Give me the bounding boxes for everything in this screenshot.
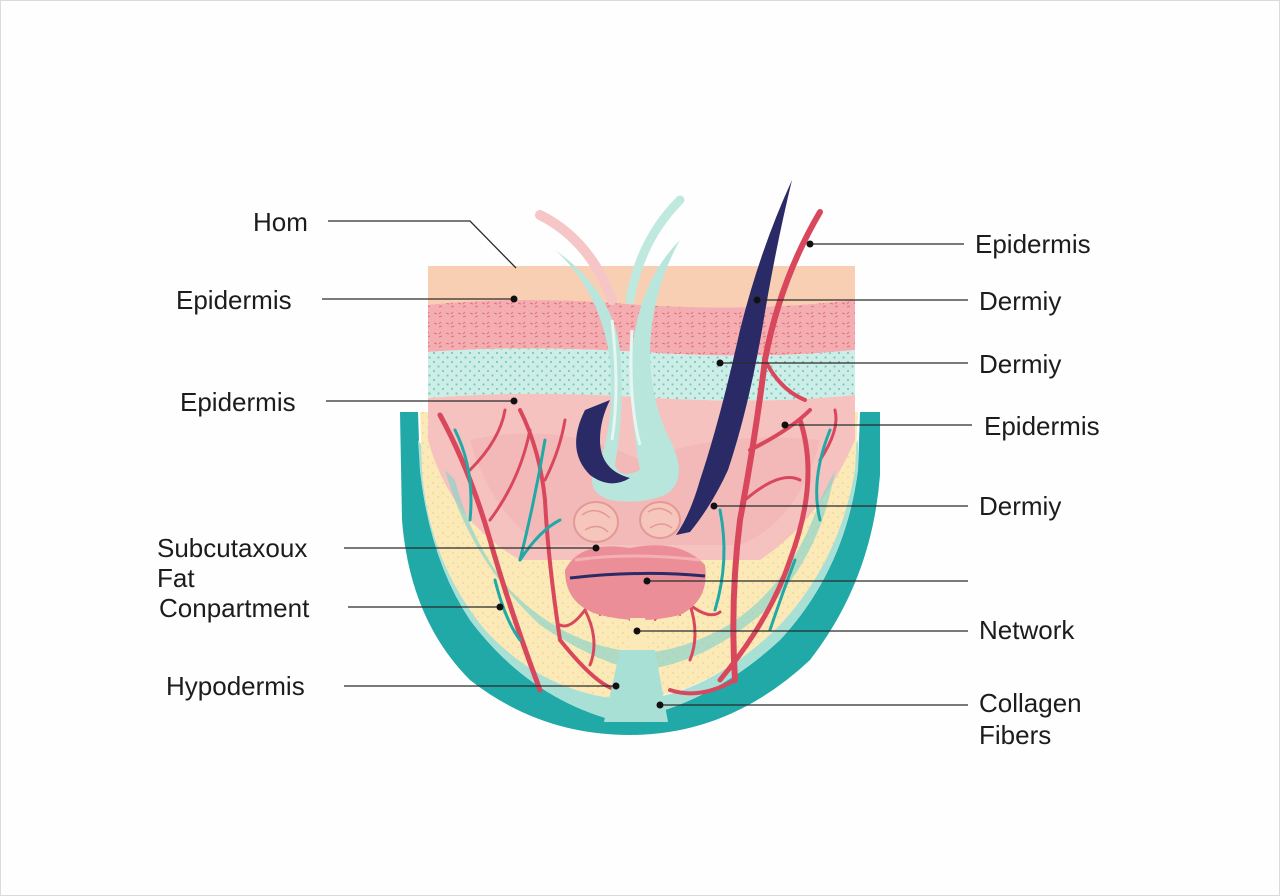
lower-teal-region bbox=[445, 470, 835, 670]
label-epidermis-left-2: Epidermis bbox=[180, 387, 296, 417]
label-compartment: Conpartment bbox=[159, 593, 310, 623]
hair-follicle bbox=[555, 240, 680, 502]
skin-illustration bbox=[400, 180, 880, 735]
label-network: Network bbox=[979, 615, 1075, 645]
label-hom: Hom bbox=[253, 207, 308, 237]
label-subcutaneous-line1: Subcutaxoux bbox=[157, 533, 307, 563]
lip-shape bbox=[565, 545, 706, 620]
leader-dots bbox=[496, 240, 814, 709]
hair-shaft bbox=[676, 180, 792, 535]
label-collagen-line1: Collagen bbox=[979, 688, 1082, 718]
label-collagen-line2: Fibers bbox=[979, 720, 1051, 750]
label-epidermis-right-1: Epidermis bbox=[975, 229, 1091, 259]
label-dermiy-2: Dermiy bbox=[979, 349, 1061, 379]
bottom-collagen-block bbox=[604, 650, 668, 722]
gland-left bbox=[573, 501, 619, 543]
left-labels: Hom Epidermis Epidermis Subcutaxoux Fat … bbox=[157, 207, 310, 701]
label-dermiy-1: Dermiy bbox=[979, 286, 1061, 316]
gland-right bbox=[639, 501, 681, 539]
label-dermiy-3: Dermiy bbox=[979, 491, 1061, 521]
label-epidermis-right-2: Epidermis bbox=[984, 411, 1100, 441]
right-labels: Epidermis Dermiy Dermiy Epidermis Dermiy… bbox=[975, 229, 1100, 750]
label-hypodermis: Hypodermis bbox=[166, 671, 305, 701]
teal-vessels bbox=[453, 428, 832, 642]
label-epidermis-left-1: Epidermis bbox=[176, 285, 292, 315]
label-subcutaneous-line2: Fat bbox=[157, 563, 195, 593]
leader-lines bbox=[322, 220, 972, 706]
